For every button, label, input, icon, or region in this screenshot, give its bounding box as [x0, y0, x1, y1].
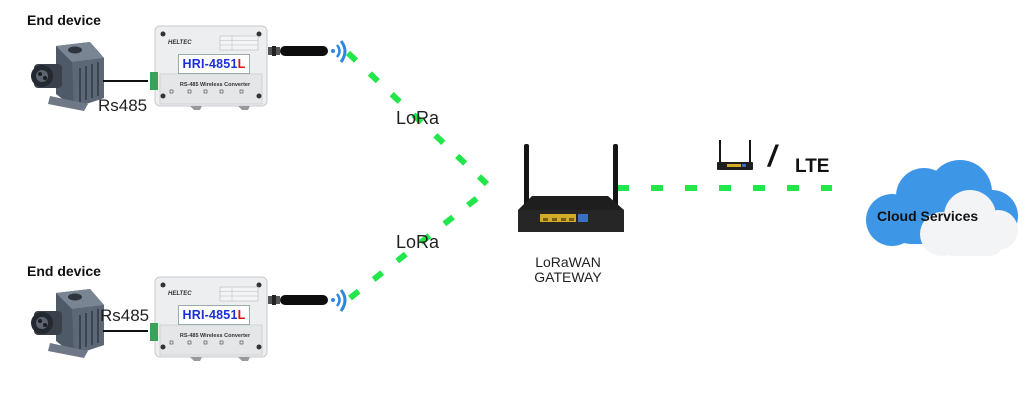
wifi-router-icon	[717, 140, 753, 170]
lte-label: LTE	[795, 156, 830, 177]
converter-brand: HELTEC	[168, 291, 192, 297]
lora-label-top: LoRa	[396, 108, 440, 128]
converter-bottom: HELTEC HRI-4851L RS-485 Wireless Convert…	[150, 275, 270, 363]
gateway-label-line1: LoRaWAN	[535, 254, 601, 270]
lora-link-top	[345, 50, 491, 188]
converter-model-label: HRI-4851L	[178, 305, 250, 325]
cloud-services-icon	[866, 160, 1018, 256]
backhaul-separator: /	[768, 140, 777, 173]
gateway-label-line2: GATEWAY	[534, 269, 602, 285]
end-device-title-top: End device	[27, 12, 101, 28]
rs485-label-bottom: Rs485	[100, 306, 150, 325]
converter-brand: HELTEC	[168, 40, 192, 46]
antenna-signal-icon-bottom	[268, 289, 347, 312]
rs485-cable-bottom	[103, 330, 148, 332]
cloud-services-label: Cloud Services	[877, 208, 979, 224]
lora-label-bottom: LoRa	[396, 232, 440, 252]
converter-top: HELTEC HRI-4851L RS-485 Wireless Convert…	[150, 24, 270, 112]
lorawan-gateway-router-icon	[518, 144, 624, 232]
gateway-label: LoRaWAN GATEWAY	[528, 255, 608, 285]
antenna-signal-icon-top	[268, 40, 347, 63]
converter-caption: RS-485 Wireless Converter	[179, 82, 251, 88]
end-device-pump-icon	[31, 289, 104, 358]
converter-caption: RS-485 Wireless Converter	[179, 333, 251, 339]
converter-model-label: HRI-4851L	[178, 54, 250, 74]
rs485-label-top: Rs485	[98, 96, 148, 115]
end-device-title-bottom: End device	[27, 263, 101, 279]
rs485-cable-top	[103, 80, 148, 82]
end-device-pump-icon	[31, 42, 104, 111]
